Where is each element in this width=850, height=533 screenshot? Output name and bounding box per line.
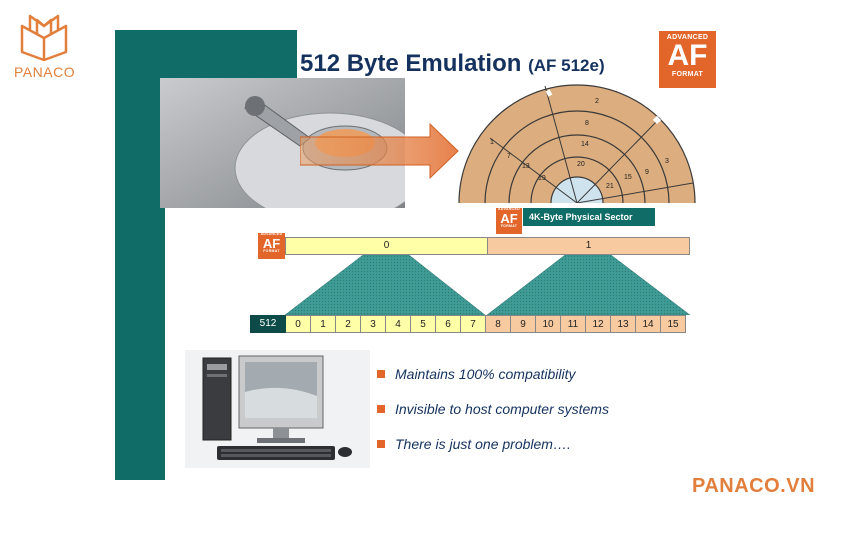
advanced-format-logo-small: ADVANCED AF FORMAT [496,207,522,234]
logical-sector: 6 [436,315,461,333]
physical-sector-1: 1 [488,238,689,254]
sector-label: 3 [665,158,669,165]
slide-title: 512 Byte Emulation (AF 512e) [300,50,605,78]
logical-size-label: 512 [250,315,286,333]
physical-sector-label: 4K-Byte Physical Sector [523,208,655,226]
book-logo-icon [20,14,68,62]
logical-sector: 9 [511,315,536,333]
logical-sector: 8 [486,315,511,333]
logical-sector: 3 [361,315,386,333]
sector-label: 21 [606,183,614,190]
logical-sector: 10 [536,315,561,333]
teal-side-bar [115,30,165,480]
square-bullet-icon [377,405,385,413]
sector-label: 14 [581,141,589,148]
logical-sector: 13 [611,315,636,333]
square-bullet-icon [377,370,385,378]
logical-sector: 7 [461,315,486,333]
logical-sector: 11 [561,315,586,333]
title-suffix: (AF 512e) [528,56,605,75]
square-bullet-icon [377,440,385,448]
desktop-computer-illustration [202,355,352,460]
logical-sector-row: 512 0 1 2 3 4 5 6 7 8 9 10 11 12 13 14 1… [250,315,686,333]
logical-sector: 0 [286,315,311,333]
sector-label: 8 [585,120,589,127]
sector-label: 9 [645,169,649,176]
physical-sector-bar: 0 1 [285,237,690,255]
advanced-format-logo-small: ADVANCED AF FORMAT [258,232,285,259]
brand-name: PANACO [14,64,76,80]
disk-sector-diagram: 2 1 3 8 7 9 14 13 15 20 19 21 [458,84,696,203]
logical-sector: 5 [411,315,436,333]
logical-sector: 1 [311,315,336,333]
sector-label: 1 [490,139,494,146]
bullet-item: Invisible to host computer systems [377,400,609,418]
sector-label: 15 [624,174,632,181]
sector-mapping-trapezoids [285,255,690,315]
logical-sector: 14 [636,315,661,333]
sector-label: 7 [507,153,511,160]
teal-top-bar [115,30,297,78]
sector-label: 2 [595,98,599,105]
physical-sector-0: 0 [286,238,488,254]
bullet-list: Maintains 100% compatibility Invisible t… [377,365,609,470]
bullet-item: There is just one problem…. [377,435,609,453]
bullet-item: Maintains 100% compatibility [377,365,609,383]
logical-sector: 12 [586,315,611,333]
sector-label: 20 [577,161,585,168]
title-main: 512 Byte Emulation [300,50,522,77]
sector-label: 19 [538,175,546,182]
sector-label: 13 [522,163,530,170]
arrow-right-icon [300,122,459,180]
logical-sector: 15 [661,315,686,333]
logical-sector: 2 [336,315,361,333]
footer-brand: PANACO.VN [692,475,816,497]
logical-sector: 4 [386,315,411,333]
advanced-format-logo: ADVANCED AF FORMAT [659,31,716,88]
